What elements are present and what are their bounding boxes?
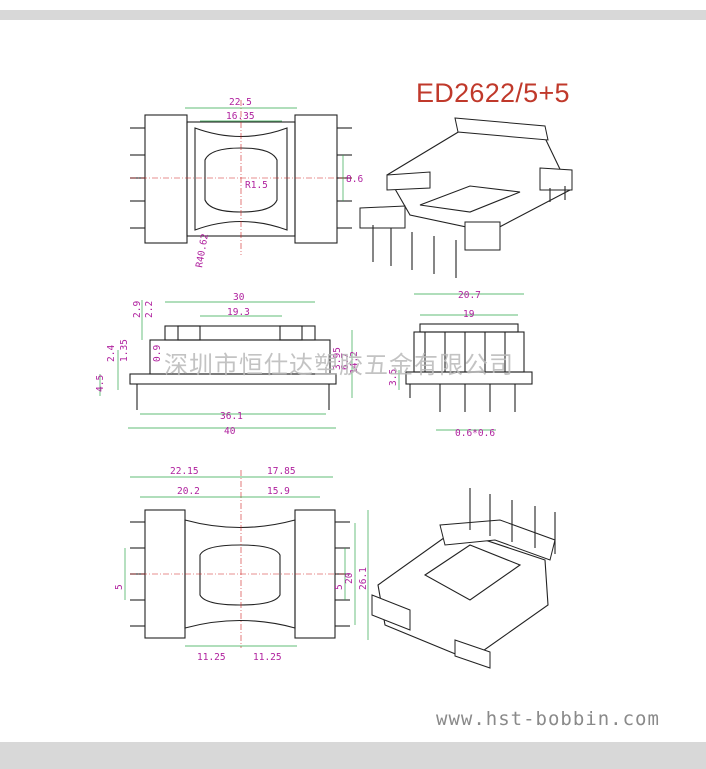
dim-top-22-5: 22.5 [229,97,252,108]
website-url: www.hst-bobbin.com [436,708,660,730]
dim-top-r40-62: R40.62 [194,233,211,269]
dim-front-14-2: 14.2 [349,351,360,374]
dim-front-1-35: 1.35 [119,339,130,362]
dim-bottom-11-25-right: 11.25 [253,652,282,663]
front-view [99,300,353,429]
bottom-view [124,470,369,648]
dim-bottom-5-left: 5 [114,584,125,590]
dim-bottom-20: 20 [344,572,355,584]
side-view [398,293,533,431]
iso-view-bottom [371,488,556,669]
dim-side-0-6x0-6: 0.6*0.6 [455,428,495,439]
dim-bottom-17-85: 17.85 [267,466,296,477]
dim-top-r1-5: R1.5 [245,180,268,191]
dim-front-2-9: 2.9 [132,301,143,318]
top-gray-band [0,10,706,20]
dim-front-2-4: 2.4 [106,345,117,362]
dim-bottom-20-2: 20.2 [177,486,200,497]
company-watermark: 深圳市恒仕达塑胶五金有限公司 [164,351,514,379]
dim-bottom-26-1: 26.1 [358,567,369,590]
dim-bottom-15-9: 15.9 [267,486,290,497]
dim-front-6-7: 6.7 [340,353,351,370]
dim-front-4-5: 4.5 [95,375,106,392]
part-number-title: ED2622/5+5 [416,78,570,108]
dim-top-8-6: 8.6 [346,174,363,185]
dim-bottom-22-15: 22.15 [170,466,199,477]
top-view [130,100,352,255]
dim-side-3-5: 3.5 [388,369,399,386]
dim-front-3-95: 3.95 [332,347,343,370]
bottom-gray-band [0,742,706,769]
dim-side-20-7: 20.7 [458,290,481,301]
dim-front-40: 40 [224,426,236,437]
dim-side-19: 19 [463,309,475,320]
dim-front-19-3: 19.3 [227,307,250,318]
dim-bottom-5-right: 5 [334,584,345,590]
dim-front-36-1: 36.1 [220,411,243,422]
dim-front-0-9: 0.9 [152,345,163,362]
dim-front-30: 30 [233,292,245,303]
dim-top-16-35: 16.35 [226,111,255,122]
dim-front-2-2: 2.2 [144,301,155,318]
iso-view-top [359,117,573,278]
dim-bottom-11-25-left: 11.25 [197,652,226,663]
